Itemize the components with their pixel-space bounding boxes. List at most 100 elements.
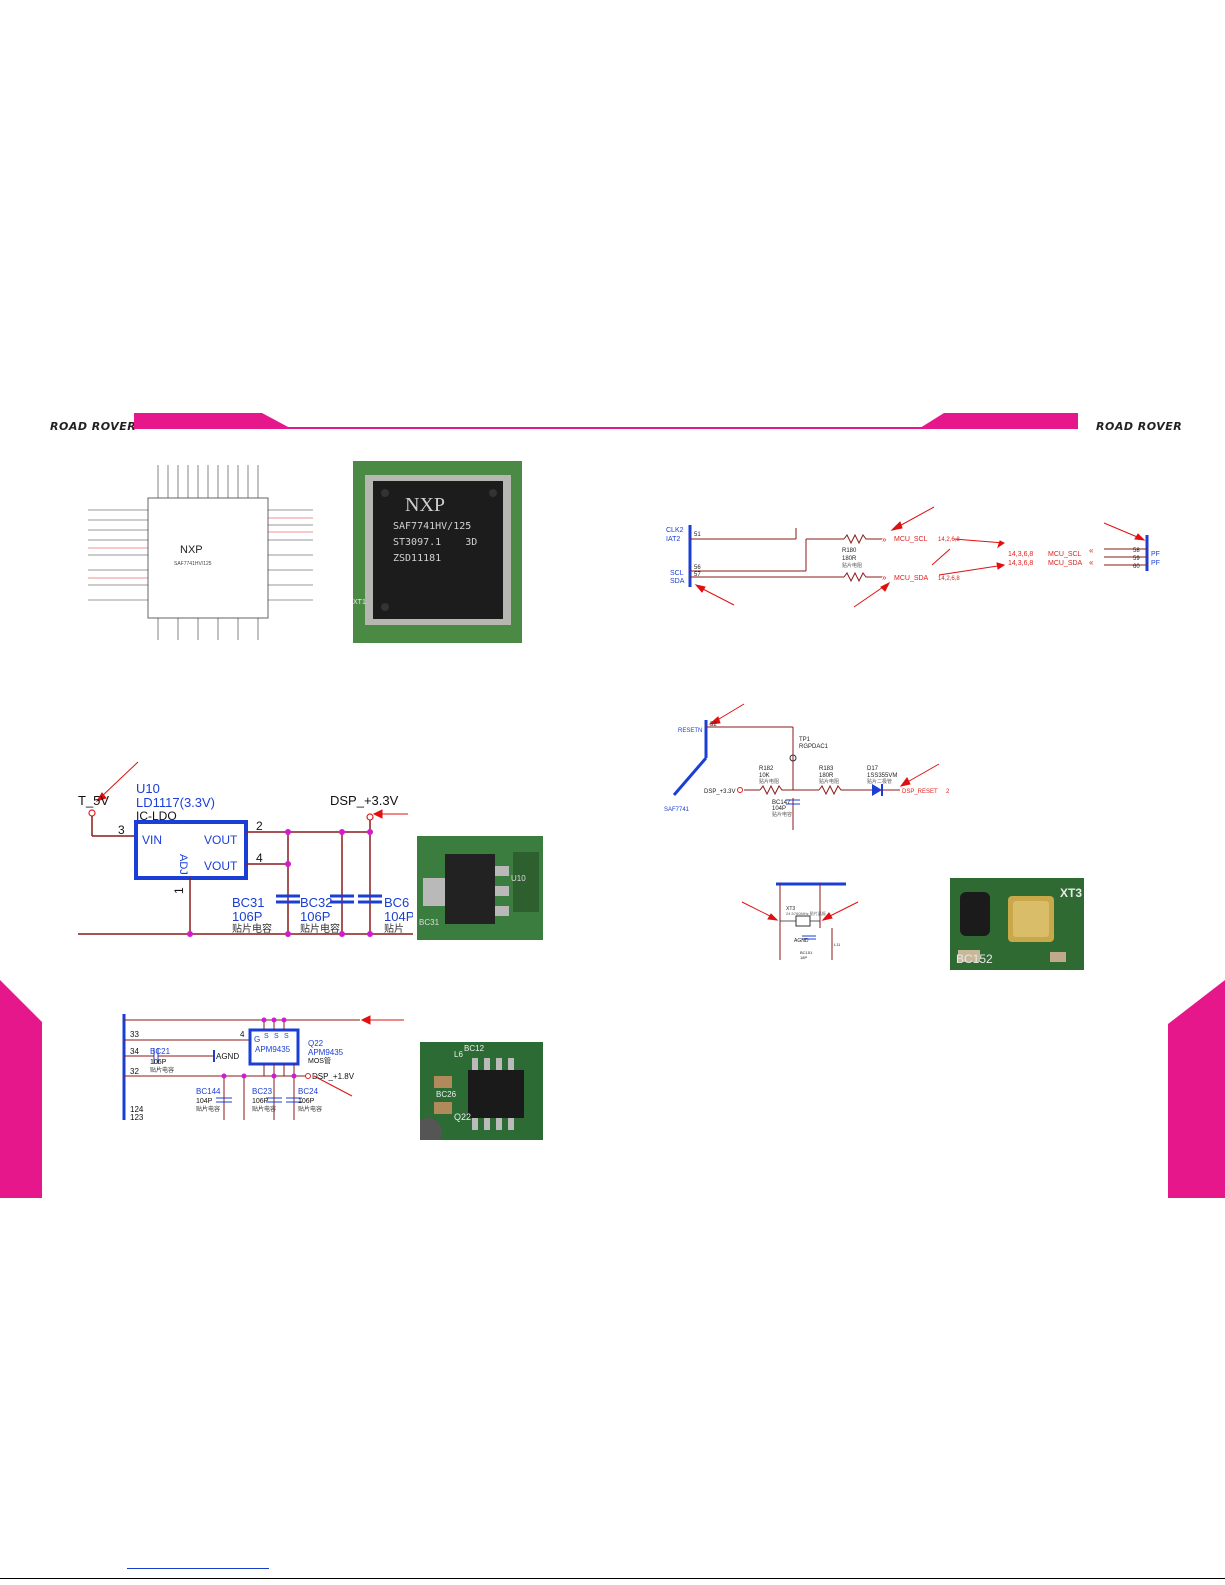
right-pin-name-2: PF — [1151, 560, 1160, 567]
q22-ref: Q22 — [308, 1039, 324, 1048]
dsp-chip-brand: NXP — [180, 544, 203, 556]
u10-pin-2: 2 — [256, 819, 263, 833]
dsp-photo-line2: ST3097.1 3D — [393, 537, 478, 548]
bc21-ref: BC21 — [150, 1047, 171, 1056]
bc144-ref: BC144 — [196, 1087, 221, 1096]
mos-photo-label-bc12: BC12 — [464, 1044, 485, 1053]
tp1-value: RGPDAC1 — [799, 744, 829, 750]
svg-text:«: « — [1089, 546, 1094, 555]
dsp-photo-line1: SAF7741HV/125 — [393, 521, 472, 532]
bc23-value: 106P — [252, 1098, 269, 1105]
mos-agnd: AGND — [216, 1052, 239, 1061]
header-bar — [134, 413, 1078, 429]
reset-sheet: 2 — [946, 789, 950, 795]
dsp-photo-line3: ZSD11181 — [393, 553, 442, 564]
ldo-input-net: T_5V — [78, 793, 109, 808]
u10-pin-1: 1 — [172, 887, 186, 894]
bc31-value: 106P — [232, 909, 262, 924]
i2c-pin-56: 56 — [694, 565, 701, 571]
i2c-pin-iat2: IAT2 — [666, 536, 680, 543]
right-pin-59: 59 — [1133, 556, 1140, 562]
mos-pin-123: 123 — [130, 1113, 144, 1120]
net-mcu-scl: MCU_SCL — [894, 536, 928, 543]
mos-photo: Q22 BC26 BC12 L6 — [420, 1042, 543, 1140]
xt3-desc: 24.5760MHz 贴片晶振 — [786, 910, 826, 916]
scl-sheet-refs: 14,2,6,8 — [938, 537, 960, 543]
d17-desc: 贴片二极管 — [867, 778, 892, 785]
net-mcu-sda: MCU_SDA — [894, 575, 929, 582]
mos-schematic: 33 34 32 124 123 4 G S S S APM9435 Q22 A… — [122, 1014, 404, 1120]
crystal-photo-label-xt3: XT3 — [1060, 886, 1083, 900]
dsp-photo-label: XT1 — [353, 599, 366, 606]
xt3-gnd: AGND — [794, 938, 809, 944]
ldo-photo-label-u10: U10 — [511, 874, 526, 883]
mos-photo-label-bc26: BC26 — [436, 1090, 457, 1099]
r182-ref: R182 — [759, 766, 774, 772]
q22-pin-s2: S — [274, 1033, 279, 1040]
u10-pin-vout1: VOUT — [204, 833, 238, 847]
ldo-photo: U10 BC31 — [417, 836, 543, 940]
r180-value: 180R — [842, 556, 857, 562]
r183-value: 180R — [819, 773, 834, 779]
svg-text:»: » — [882, 535, 887, 544]
side-tab-right — [1168, 980, 1225, 1198]
i2c-schematic: » » « « CLK2 IAT2 SCL SDA 51 56 57 R180 … — [666, 506, 1160, 608]
q22-pin-s1: S — [264, 1033, 269, 1040]
r180-ref: R180 — [842, 548, 857, 554]
bc24-value: 106P — [298, 1098, 315, 1105]
footer-link-underline[interactable] — [127, 1568, 269, 1569]
bc6-value: 104P — [384, 909, 413, 924]
u10-type: IC-LDO — [136, 809, 177, 823]
right-net-scl: MCU_SCL — [1048, 551, 1082, 558]
u10-ref: U10 — [136, 781, 160, 796]
u10-pin-adj: ADJ — [177, 854, 189, 875]
svg-text:»: » — [882, 573, 887, 582]
i2c-pin-51: 51 — [694, 532, 701, 538]
sda-sheet-refs: 14,2,6,8 — [938, 576, 960, 582]
xt3-ref: XT3 — [786, 906, 795, 912]
mos-photo-label-l6: L6 — [454, 1050, 463, 1059]
mos-pin-33: 33 — [130, 1030, 139, 1039]
ldo-output-net: DSP_+3.3V — [330, 793, 399, 808]
bc32-ref: BC32 — [300, 895, 333, 910]
ldo-photo-art — [417, 836, 543, 940]
q22-pin-g: G — [254, 1035, 260, 1044]
mos-photo-label-q22: Q22 — [454, 1112, 472, 1122]
svg-text:«: « — [1089, 558, 1094, 567]
right-pin-name-1: PF — [1151, 551, 1160, 558]
tp1-ref: TP1 — [799, 737, 811, 743]
u10-pin-3: 3 — [118, 823, 125, 837]
q22-part: APM9435 — [308, 1048, 344, 1057]
bc144-desc: 贴片电容 — [196, 1105, 220, 1113]
bc32-desc: 贴片电容 — [300, 922, 340, 935]
r182-desc: 贴片电阻 — [759, 778, 779, 785]
right-net-sda: MCU_SDA — [1048, 560, 1083, 567]
bc6-ref: BC6 — [384, 895, 409, 910]
d17-value: 1SS355VM — [867, 773, 897, 779]
reset-supply: DSP_+3.3V — [704, 789, 736, 795]
mos-pin-34: 34 — [130, 1047, 139, 1056]
bc23-ref: BC23 — [252, 1087, 273, 1096]
u10-part: LD1117(3.3V) — [136, 795, 215, 810]
bc147-value: 104P — [772, 806, 786, 812]
i2c-pin-57: 57 — [694, 572, 701, 578]
mos-pin-32: 32 — [130, 1067, 139, 1076]
bc31-ref: BC31 — [232, 895, 265, 910]
u10-pin-vout2: VOUT — [204, 859, 238, 873]
bc147-desc: 贴片电容 — [772, 811, 792, 818]
bc23-desc: 贴片电容 — [252, 1105, 276, 1113]
r180-desc: 贴片电阻 — [842, 562, 862, 569]
u10-pin-4: 4 — [256, 851, 263, 865]
bottom-rule — [0, 1578, 1225, 1579]
crystal-photo-label-bc152: BC152 — [956, 952, 993, 966]
side-tab-left — [0, 980, 42, 1198]
r183-ref: R183 — [819, 766, 834, 772]
bc21-value: 106P — [150, 1059, 167, 1066]
bc147-ref: BC147 — [772, 800, 791, 806]
q22-part-inside: APM9435 — [255, 1045, 291, 1054]
reset-pin-number: 52 — [710, 722, 717, 728]
mos-photo-art — [420, 1042, 543, 1140]
right-refs-sda: 14,3,6,8 — [1008, 560, 1033, 567]
r183-desc: 贴片电阻 — [819, 778, 839, 785]
logo-left: ROAD ROVER — [50, 420, 137, 433]
